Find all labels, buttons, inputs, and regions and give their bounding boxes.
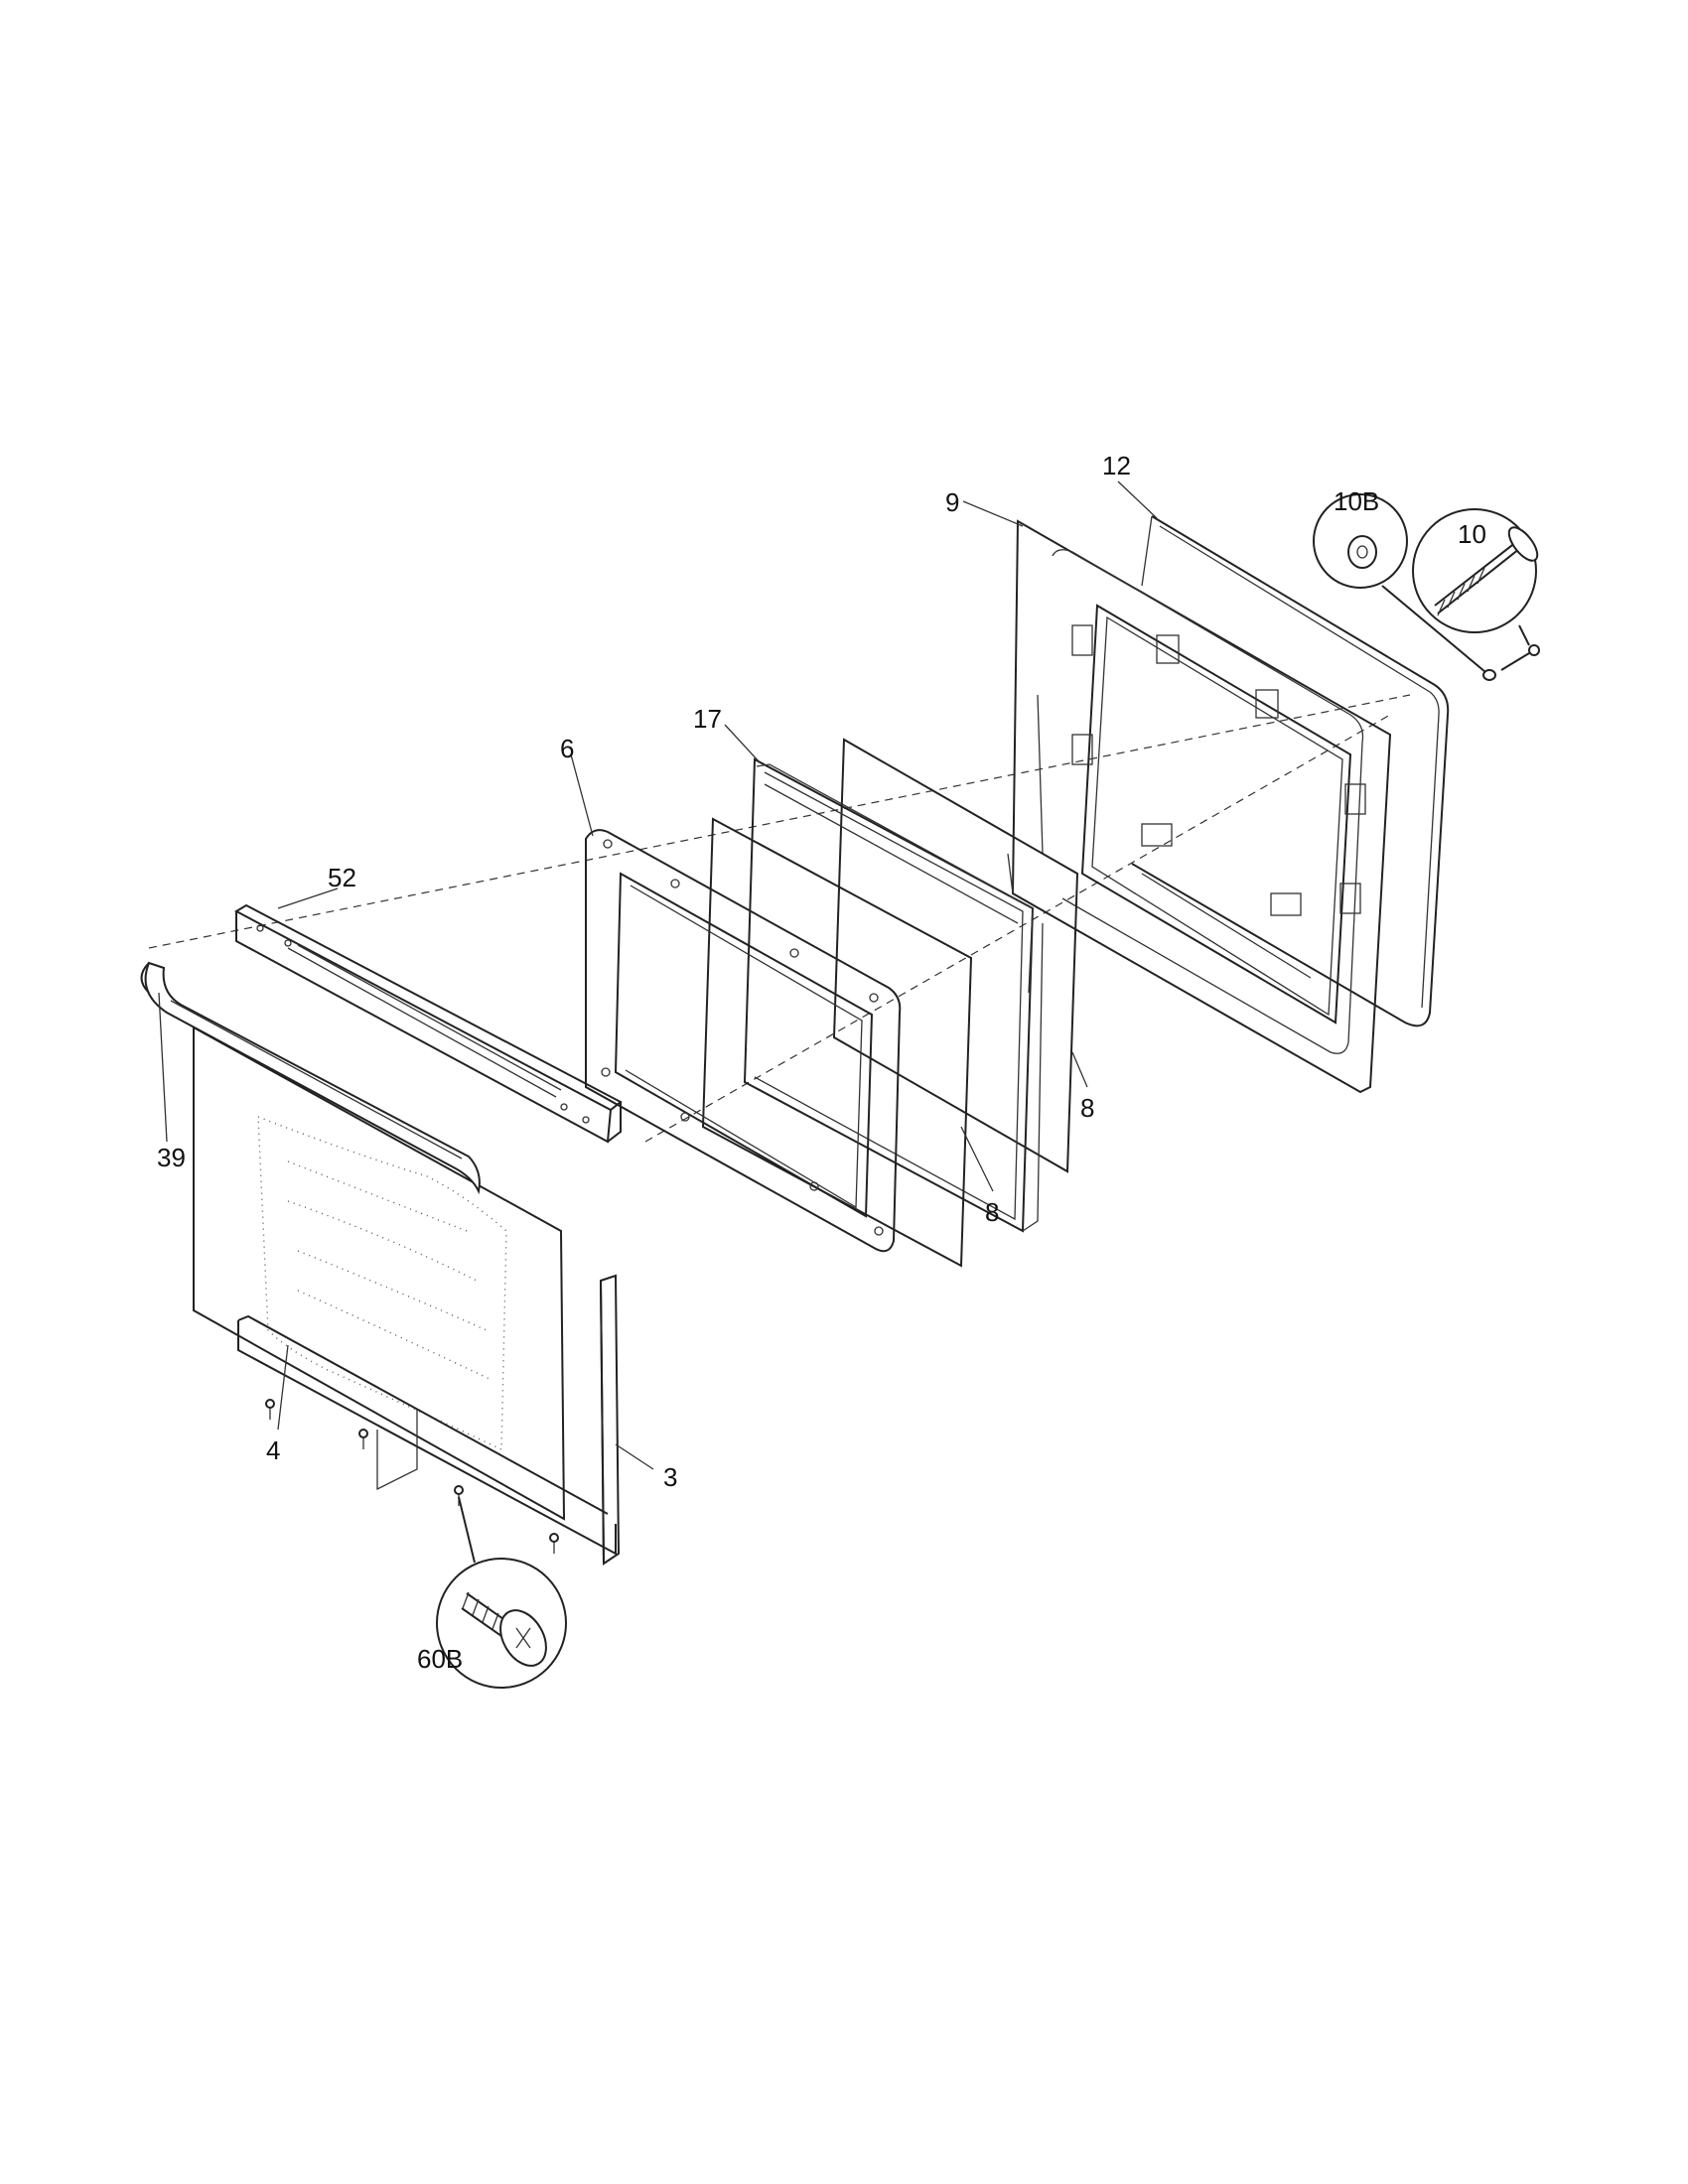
label-part-52: 52 bbox=[328, 863, 356, 892]
assembly-axis-lower bbox=[644, 714, 1391, 1143]
door-frame-part bbox=[585, 829, 902, 1253]
leader-lines bbox=[158, 480, 1158, 1470]
label-part-60b: 60B bbox=[417, 1644, 463, 1674]
label-part-8-rear: 8 bbox=[1080, 1093, 1094, 1123]
outer-door-panel-part bbox=[237, 1274, 621, 1566]
label-part-8-front: 8 bbox=[985, 1197, 999, 1227]
detail-circle-bolt bbox=[1412, 508, 1539, 646]
assembly-axis bbox=[148, 694, 1411, 949]
label-part-10: 10 bbox=[1458, 519, 1486, 549]
label-part-12: 12 bbox=[1102, 451, 1131, 480]
door-screw-and-washer bbox=[1482, 644, 1540, 681]
door-gasket-part bbox=[1131, 515, 1450, 1027]
rear-glass-panel-part bbox=[832, 738, 1079, 1173]
label-part-6: 6 bbox=[560, 734, 574, 763]
inner-door-liner-part bbox=[1007, 519, 1392, 1094]
label-part-9: 9 bbox=[945, 487, 959, 517]
door-bottom-screws bbox=[265, 1399, 559, 1554]
glass-pack-frame-part bbox=[743, 757, 1044, 1233]
label-part-39: 39 bbox=[157, 1143, 186, 1172]
label-part-17: 17 bbox=[693, 704, 722, 734]
detail-circle-screw bbox=[436, 1496, 567, 1689]
outer-door-glass-part bbox=[193, 1025, 566, 1521]
label-part-4: 4 bbox=[266, 1435, 280, 1465]
door-vent-trim-part bbox=[233, 903, 623, 1144]
front-glass-panel-part bbox=[701, 817, 973, 1268]
door-handle-part bbox=[140, 961, 481, 1195]
detail-circle-washer bbox=[1313, 493, 1486, 673]
label-part-3: 3 bbox=[663, 1462, 677, 1492]
label-part-10b: 10B bbox=[1334, 486, 1379, 516]
